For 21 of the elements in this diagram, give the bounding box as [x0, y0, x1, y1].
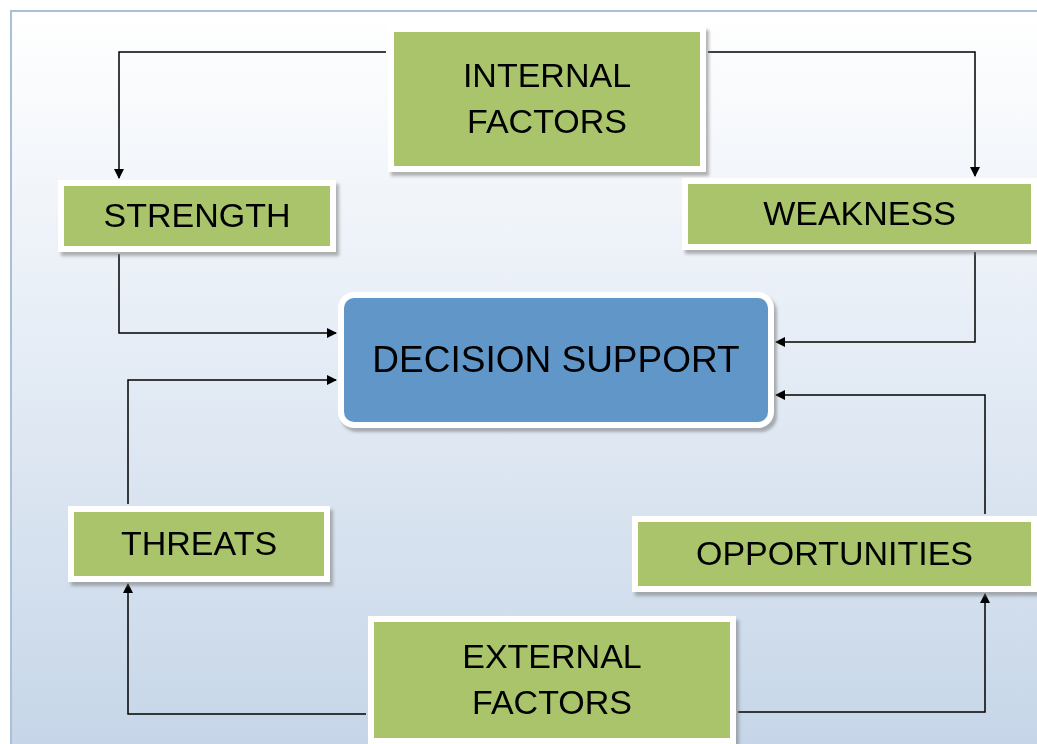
box-label: THREATS: [120, 523, 278, 565]
arrow: [114, 51, 387, 179]
arrow: [707, 51, 980, 177]
factor-box: [58, 180, 336, 252]
arrow: [127, 375, 337, 505]
decision-box: [338, 292, 774, 428]
box-label: WEAKNESS: [763, 193, 956, 235]
factor-box: [68, 506, 330, 582]
factor-box: [632, 516, 1037, 592]
factor-box: [682, 178, 1037, 250]
arrow: [118, 253, 337, 338]
box-label: EXTERNAL FACTORS: [461, 636, 643, 723]
factor-box: [368, 616, 736, 744]
arrow: [737, 593, 990, 713]
box-label: STRENGTH: [103, 195, 291, 237]
arrow: [775, 251, 976, 347]
arrow: [775, 390, 986, 515]
arrow: [123, 583, 367, 715]
box-label: DECISION SUPPORT: [372, 338, 740, 383]
box-label: INTERNAL FACTORS: [461, 55, 633, 142]
box-label: OPPORTUNITIES: [695, 533, 974, 575]
